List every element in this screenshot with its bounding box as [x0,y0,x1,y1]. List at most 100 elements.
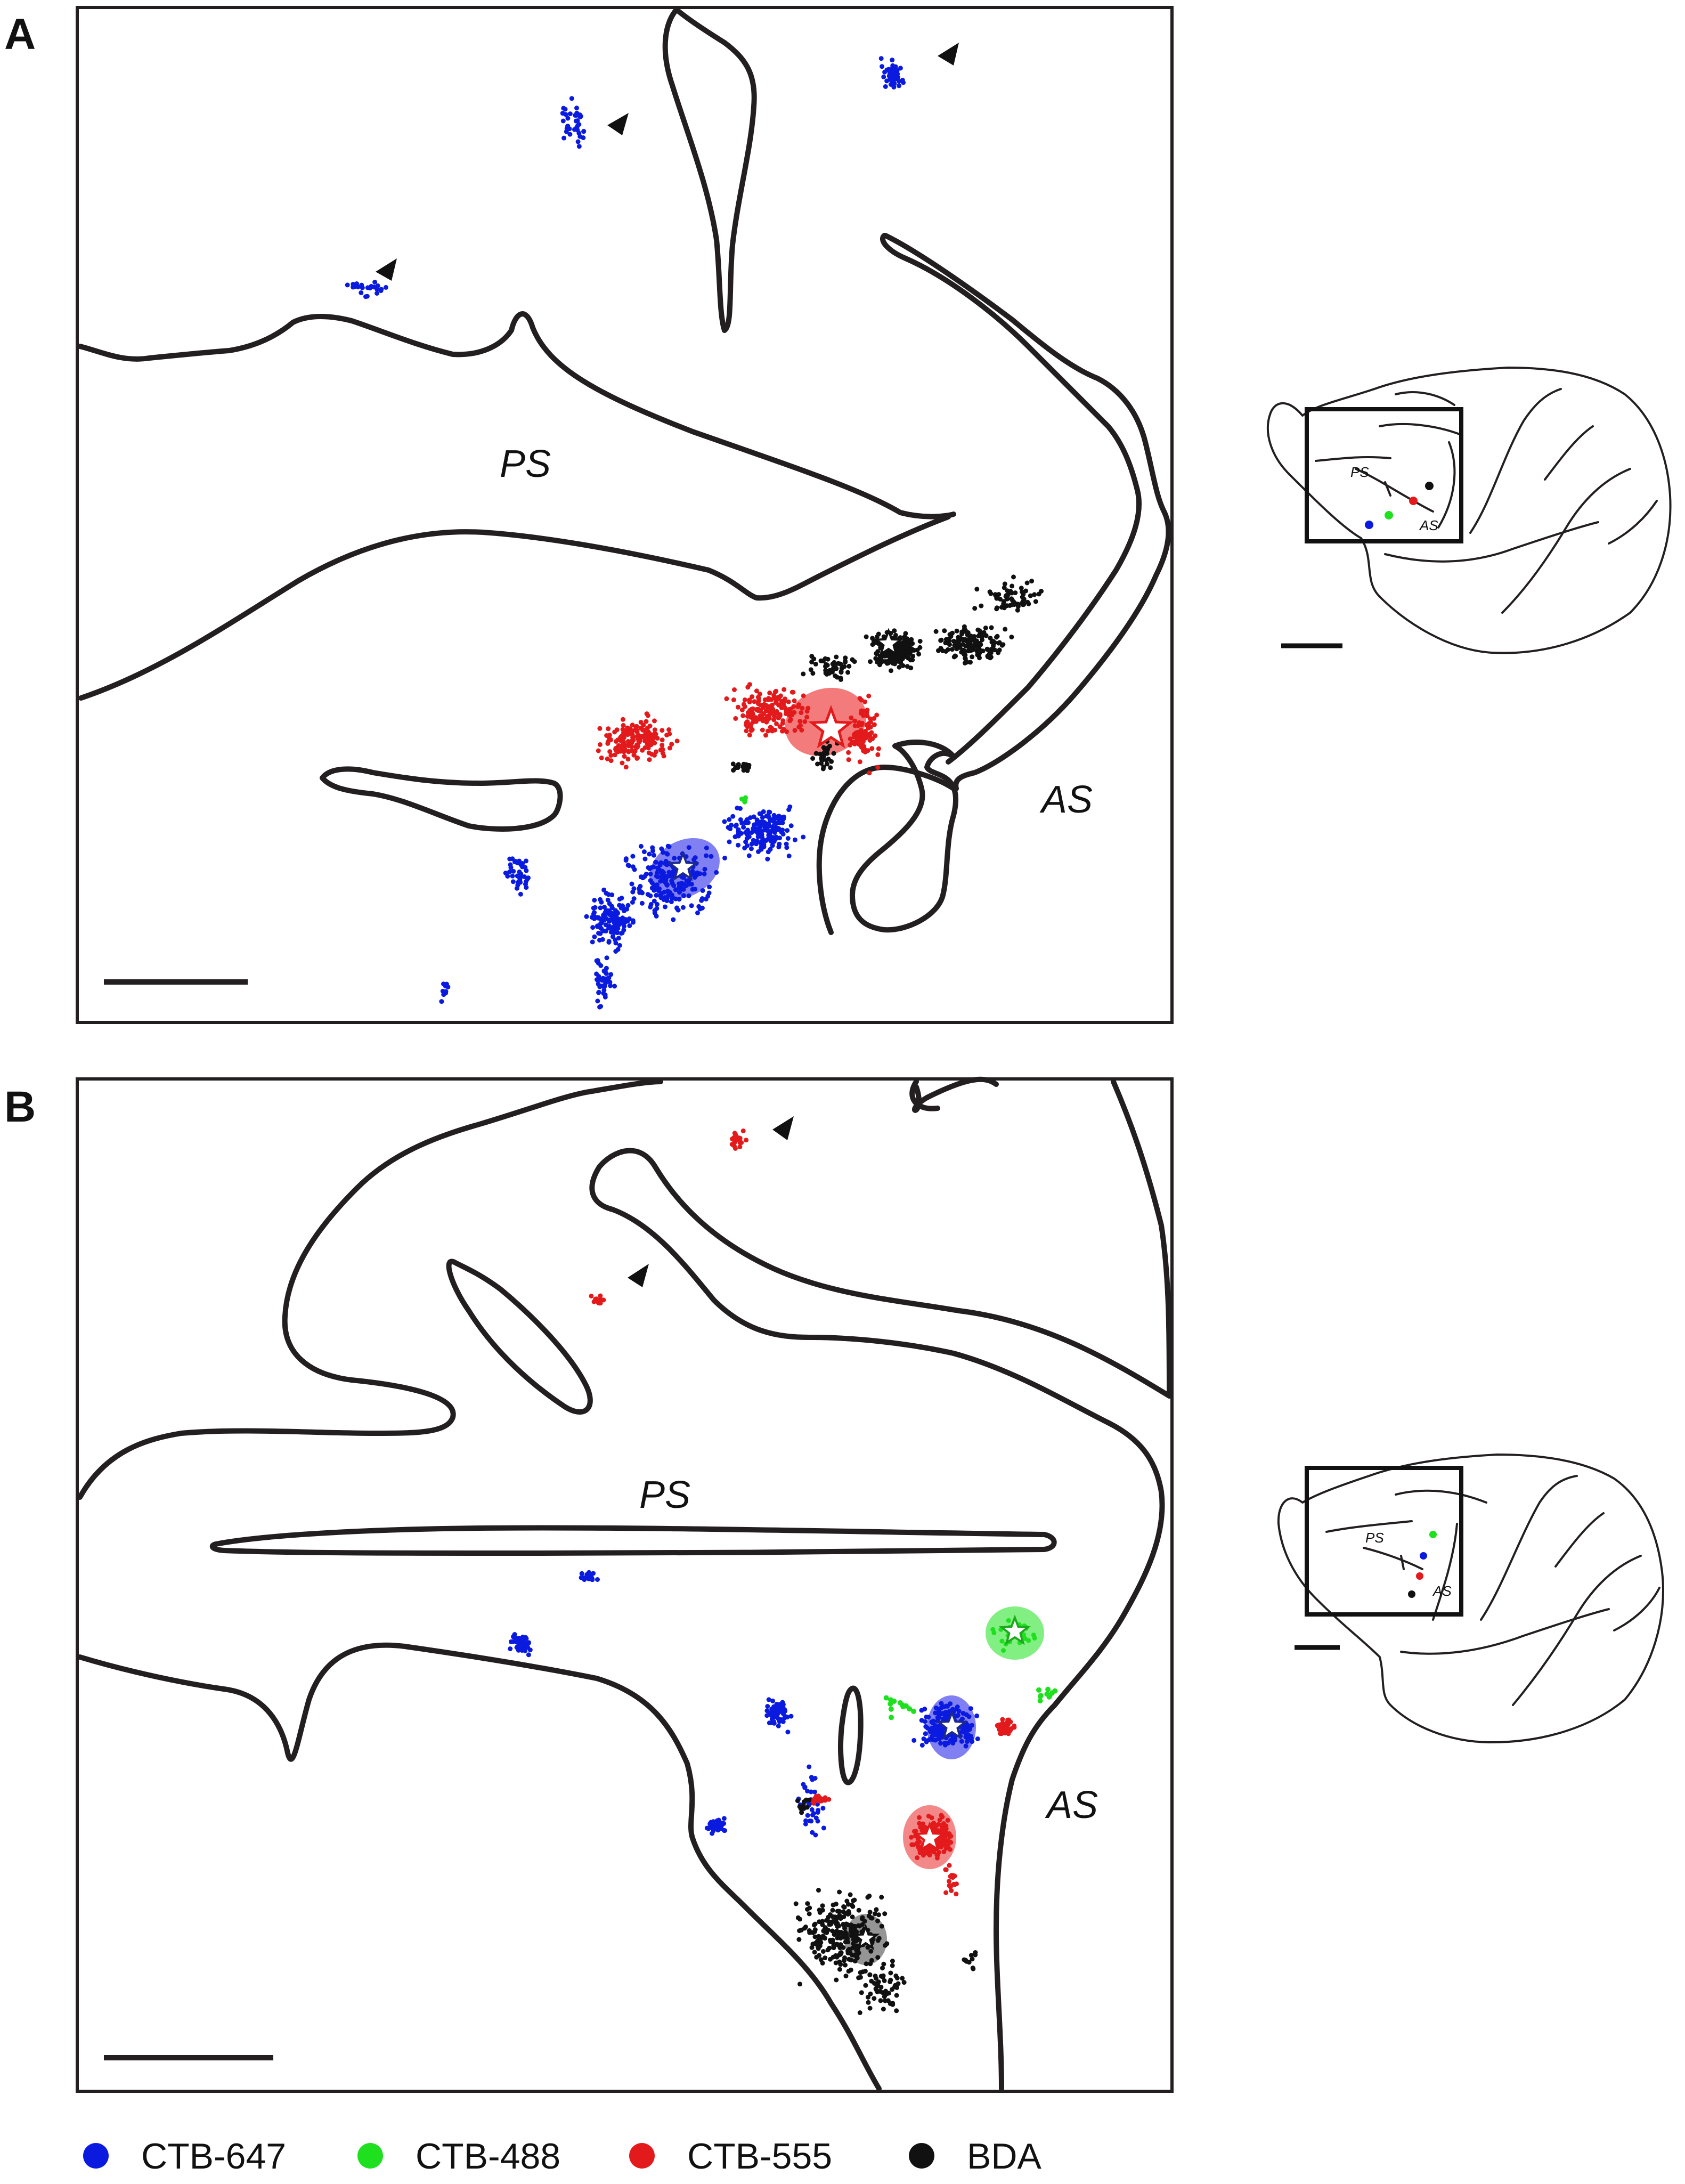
ctb647-neuron [764,1708,770,1714]
ctb647-neuron [780,817,786,822]
panel-b: B PS AS [4,1076,1664,2093]
bda-neuron [964,1959,969,1964]
ctb555-neuron [940,1814,945,1820]
bda-neuron [956,644,962,649]
bda-neuron [862,1969,868,1974]
ctb647-neuron [524,885,529,890]
ctb555-neuron [1000,1717,1005,1722]
ctb488-neuron [991,1630,997,1635]
ctb555-neuron [742,704,747,709]
panel-b-ps-slit [209,1525,1057,1556]
ctb647-neuron [617,943,622,948]
ctb647-neuron [974,1713,980,1718]
bda-neuron [850,1904,856,1909]
ctb555-neuron [774,721,779,726]
ctb555-neuron [869,730,874,735]
ctb647-neuron [560,118,566,124]
legend-swatch-bda [909,2143,934,2169]
ctb647-neuron [808,1789,813,1795]
ctb647-neuron [652,908,657,913]
bda-neuron [1025,599,1030,605]
ctb647-neuron [704,853,709,858]
panel-a-arrowhead-icon [938,43,959,66]
ctb555-neuron [750,694,755,700]
ctb647-neuron [785,836,791,841]
ctb555-neuron [745,719,750,724]
bda-neuron [908,665,914,671]
ctb555-neuron [768,725,773,730]
bda-neuron [860,1922,865,1927]
ctb647-neuron [590,925,596,930]
ctb647-neuron [786,854,792,858]
ctb647-neuron [767,809,771,815]
ctb647-neuron [526,875,531,881]
bda-neuron [963,655,968,661]
bda-neuron [852,1927,857,1932]
panel-a-bda-star-icon [873,628,904,657]
ctb647-neuron [769,1707,775,1712]
ctb647-neuron [770,824,776,829]
ctb647-neuron [664,898,670,903]
ctb555-neuron [849,715,854,720]
bda-neuron [796,1937,802,1942]
ctb647-neuron [779,829,784,834]
panel-a-arcuate-inner [880,233,1142,765]
ctb647-neuron [686,893,691,898]
ctb555-neuron [776,715,781,720]
bda-neuron [807,1905,812,1911]
panel-a-inset-sulcus [1544,425,1594,481]
bda-neuron [742,766,747,771]
bda-neuron [837,1889,842,1895]
ctb647-neuron [767,816,772,821]
ctb647-neuron [739,821,745,826]
ctb647-neuron [383,285,388,290]
panel-a-as-island [850,739,959,933]
ctb555-neuron [852,741,857,746]
bda-neuron [834,654,839,660]
ctb647-neuron [699,898,704,903]
bda-neuron [883,1998,888,2003]
bda-neuron [812,1934,818,1939]
ctb647-neuron [780,820,785,825]
ctb647-neuron [758,823,763,829]
ctb647-neuron [953,1738,957,1743]
ctb555-neuron [947,1834,952,1839]
ctb647-neuron [615,926,620,931]
panel-b-vertical-sulcus [838,1685,864,1785]
ctb647-neuron [563,112,568,117]
bda-neuron [956,635,961,640]
ctb647-neuron [748,815,753,821]
ctb647-neuron [503,871,508,875]
ctb647-neuron [736,842,741,848]
ctb647-neuron [939,1701,944,1706]
bda-neuron [867,1972,873,1977]
bda-neuron [820,1960,825,1966]
ctb555-neuron [915,1855,920,1861]
ctb555-neuron [752,699,757,704]
ctb647-neuron [606,925,611,931]
ctb555-neuron [780,699,785,704]
ctb647-neuron [721,1828,727,1833]
ctb647-neuron [622,924,626,929]
ctb647-neuron [881,74,886,79]
bda-neuron [949,647,955,652]
bda-neuron [911,647,917,653]
bda-neuron [976,634,981,639]
ctb555-neuron [737,1144,743,1149]
ctb647-neuron [788,823,794,829]
bda-neuron [909,637,914,642]
ctb647-neuron [677,897,682,902]
bda-neuron [876,631,881,637]
panel-a-frame [76,6,1174,1024]
ctb647-neuron [664,851,669,856]
ctb647-neuron [785,1730,791,1735]
ctb555-neuron [644,711,649,717]
ctb555-neuron [912,1829,917,1834]
bda-neuron [824,662,829,667]
panel-b-arrowhead-icon [628,1264,649,1287]
ctb647-neuron [592,934,597,939]
bda-neuron [845,1902,851,1907]
ctb647-neuron [812,1776,818,1781]
ctb647-neuron [941,1716,946,1722]
ctb647-neuron [375,291,380,296]
